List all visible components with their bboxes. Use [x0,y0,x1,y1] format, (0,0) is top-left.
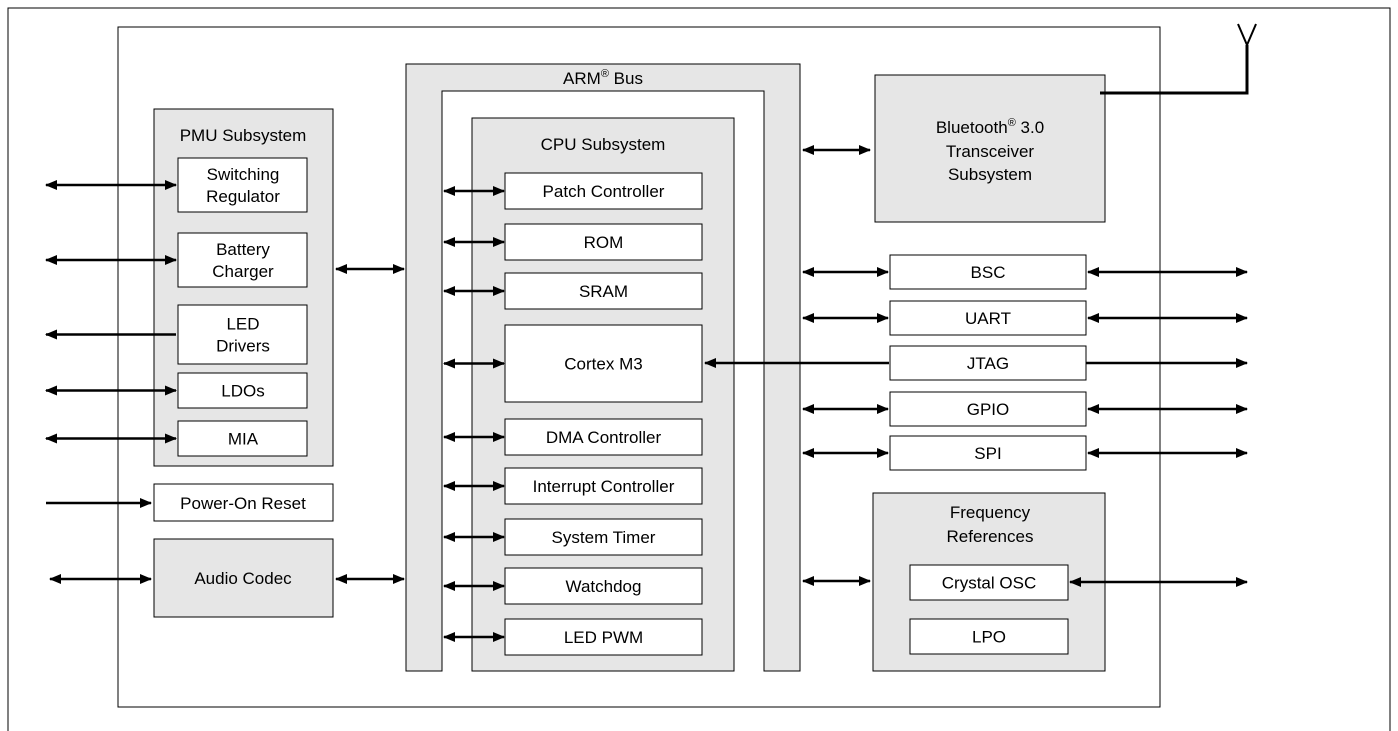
frequency-references-title-line1: Frequency [950,503,1031,522]
cpu-patch-controller-block [504,172,703,210]
pmu-battery-charger-label: Charger [212,262,274,281]
cpu-watchdog-block [504,567,703,605]
freq-lpo-label: LPO [972,628,1006,647]
power-on-reset-label: Power-On Reset [180,494,306,513]
cpu-rom-label: ROM [584,233,624,252]
cpu-cortex-m3-label: Cortex M3 [564,355,642,374]
pmu-switching-regulator-label: Regulator [206,187,280,206]
frequency-references-title-line2: References [947,527,1034,546]
periph-bsc-block [889,254,1087,290]
periph-jtag-label: JTAG [967,354,1009,373]
cpu-sram-block [504,272,703,310]
bluetooth-label-line3: Subsystem [948,165,1032,184]
audio-codec-block [153,538,334,618]
power-on-reset-block [153,483,334,522]
pmu-mia-block [177,420,308,457]
pmu-switching-regulator-block [177,157,308,213]
pmu-switching-regulator-label: Switching [207,165,280,184]
periph-spi-label: SPI [974,444,1001,463]
freq-lpo-block [909,618,1069,655]
bluetooth-label-line1: Bluetooth® 3.0 [936,117,1044,137]
periph-bsc-label: BSC [971,263,1006,282]
freq-crystal-osc-block [909,564,1069,601]
pmu-ldos-label: LDOs [221,382,264,401]
bluetooth-label-line2: Transceiver [946,142,1035,161]
periph-jtag-block [889,345,1087,381]
pmu-battery-charger-label: Battery [216,240,270,259]
pmu-mia-label: MIA [228,430,259,449]
cpu-rom-block [504,223,703,261]
pmu-led-drivers-label: LED [226,315,259,334]
cpu-watchdog-label: Watchdog [566,577,642,596]
cpu-system-timer-label: System Timer [552,528,656,547]
cpu-led-pwm-label: LED PWM [564,628,643,647]
cpu-patch-controller-label: Patch Controller [543,182,665,201]
pmu-led-drivers-label: Drivers [216,337,270,356]
freq-crystal-osc-label: Crystal OSC [942,574,1036,593]
periph-gpio-label: GPIO [967,400,1010,419]
pmu-led-drivers-block [177,304,308,365]
page-frame [7,7,1391,731]
cpu-interrupt-controller-label: Interrupt Controller [533,477,675,496]
antenna-icon [1100,23,1257,95]
pmu-subsystem-title: PMU Subsystem [180,126,307,145]
cpu-subsystem-title: CPU Subsystem [541,135,666,154]
periph-uart-label: UART [965,309,1011,328]
arm-bus-label: ARM® Bus [563,68,643,88]
cpu-interrupt-controller-block [504,467,703,505]
cpu-led-pwm-block [504,618,703,656]
pmu-battery-charger-block [177,232,308,288]
cpu-system-timer-block [504,518,703,556]
cpu-cortex-m3-block [504,324,703,403]
cpu-dma-controller-block [504,418,703,456]
bluetooth-subsystem [874,74,1106,223]
periph-gpio-block [889,391,1087,427]
periph-spi-block [889,435,1087,471]
audio-codec-label: Audio Codec [194,569,292,588]
periph-uart-block [889,300,1087,336]
cpu-dma-controller-label: DMA Controller [546,428,662,447]
cpu-sram-label: SRAM [579,282,628,301]
pmu-ldos-block [177,372,308,409]
arm-bus [405,63,801,672]
